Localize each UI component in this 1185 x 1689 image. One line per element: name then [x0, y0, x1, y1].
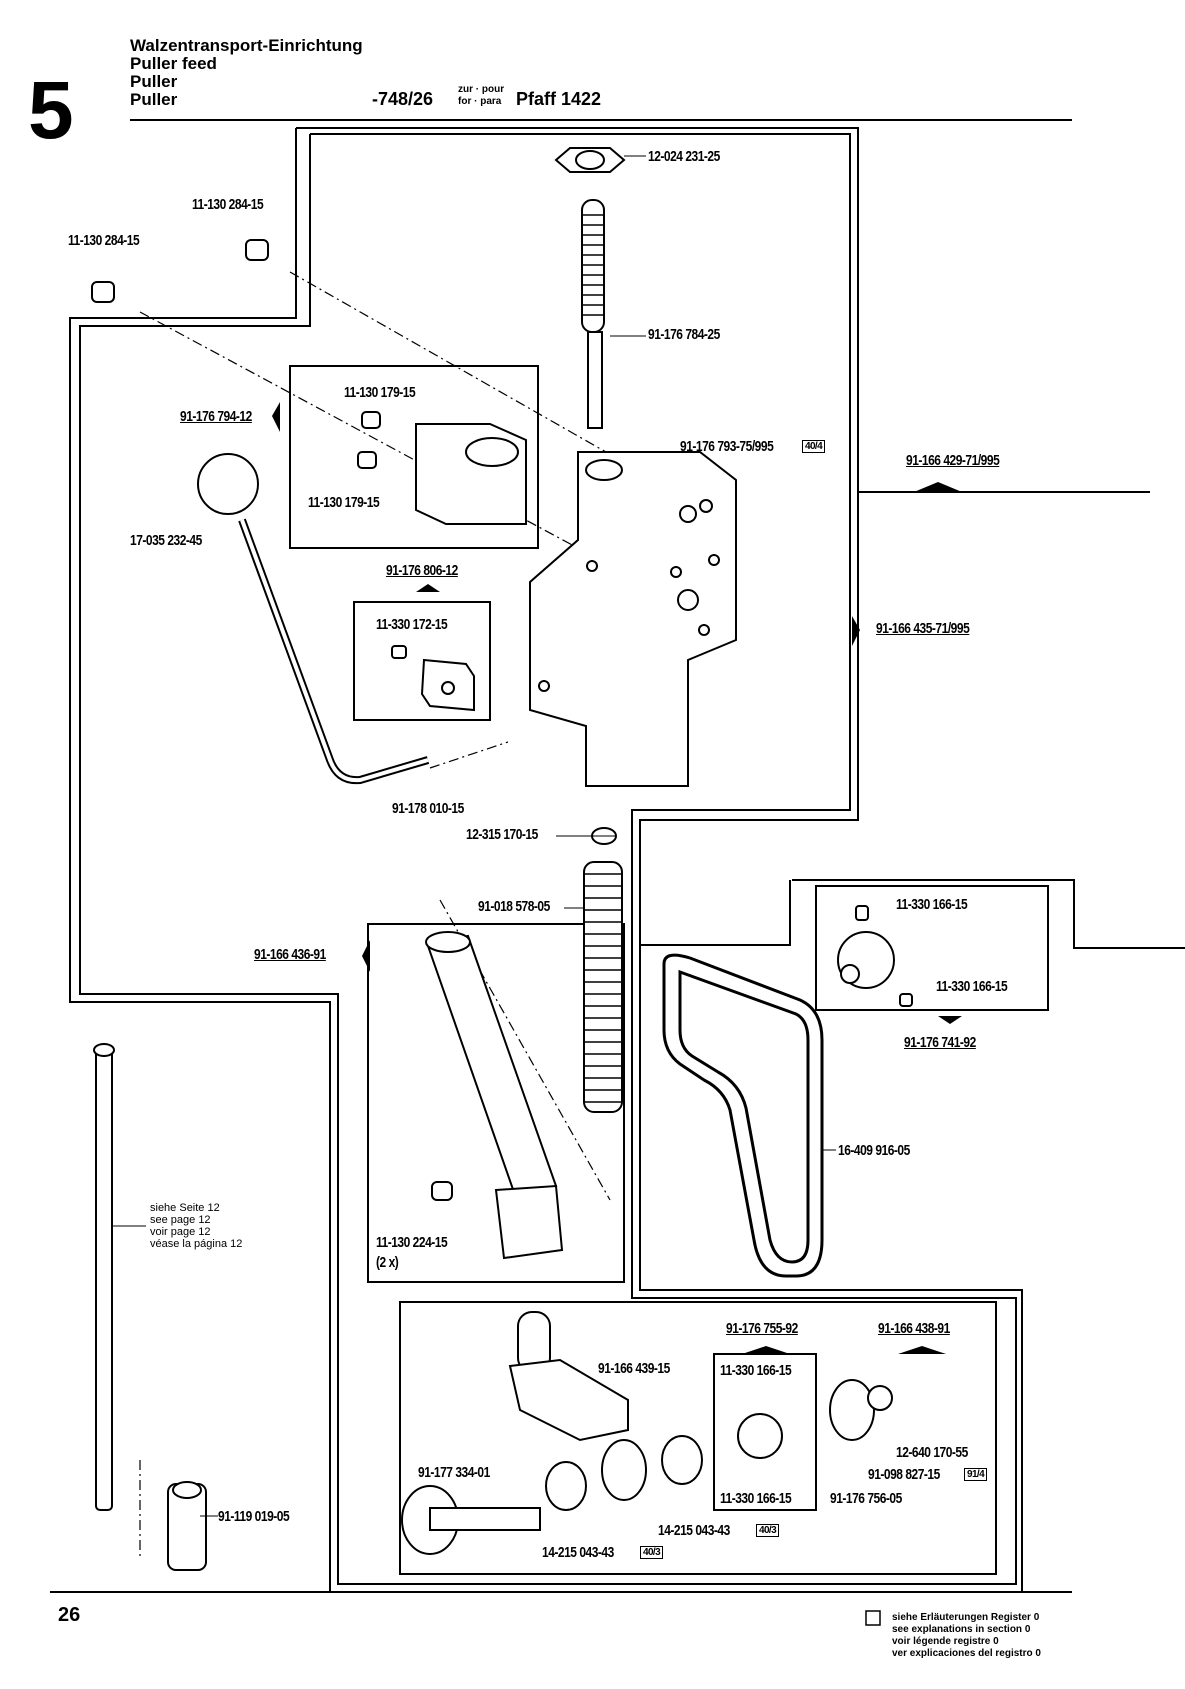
part-label: (2 x)	[376, 1254, 399, 1271]
section-number: 5	[28, 65, 74, 156]
part-label: 91-119 019-05	[218, 1508, 290, 1525]
see-page-fr: voir page 12	[150, 1226, 211, 1238]
part-label: 11-130 179-15	[344, 384, 416, 401]
reference-box: 40/4	[802, 440, 826, 453]
part-label: 11-330 166-15	[936, 978, 1008, 995]
part-label: 12-640 170-55	[896, 1444, 968, 1461]
legend-es: ver explicaciones del registro 0	[892, 1648, 1041, 1659]
model-code: -748/26	[372, 89, 434, 109]
part-label: 91-176 741-92	[904, 1034, 976, 1051]
part-label: 91-176 793-75/995	[680, 438, 774, 455]
part-label: 11-130 284-15	[192, 196, 264, 213]
part-label: 12-315 170-15	[466, 826, 538, 843]
part-label: 11-330 166-15	[896, 896, 968, 913]
part-label: 91-177 334-01	[418, 1464, 490, 1481]
part-label: 17-035 232-45	[130, 532, 202, 549]
part-label: 11-330 166-15	[720, 1490, 792, 1507]
part-label: 91-176 794-12	[180, 408, 252, 425]
part-label: 91-166 439-15	[598, 1360, 670, 1377]
part-label: 91-176 806-12	[386, 562, 458, 579]
see-page-de: siehe Seite 12	[150, 1202, 220, 1214]
part-label: 91-176 755-92	[726, 1320, 798, 1337]
part-label: 91-166 436-91	[254, 946, 326, 963]
for-label-top: zur · pour	[458, 84, 505, 95]
part-label: 11-330 172-15	[376, 616, 448, 633]
part-label: 91-176 784-25	[648, 326, 720, 343]
title-fr: Puller	[130, 72, 178, 91]
part-label: 91-018 578-05	[478, 898, 550, 915]
title-de: Walzentransport-Einrichtung	[130, 36, 363, 55]
part-label: 91-176 756-05	[830, 1490, 902, 1507]
part-label: 14-215 043-43	[542, 1544, 614, 1561]
part-label: 91-166 429-71/995	[906, 452, 1000, 469]
for-label-bottom: for · para	[458, 96, 502, 107]
machine-name: Pfaff 1422	[516, 89, 602, 109]
part-label: 11-330 166-15	[720, 1362, 792, 1379]
reference-box: 40/3	[640, 1546, 664, 1559]
part-label: 11-130 284-15	[68, 232, 140, 249]
reference-box: 40/3	[756, 1524, 780, 1537]
page-number: 26	[58, 1604, 81, 1626]
part-label: 91-178 010-15	[392, 800, 464, 817]
title-es: Puller	[130, 90, 178, 109]
legend-fr: voir légende registre 0	[892, 1636, 999, 1647]
part-label: 91-166 435-71/995	[876, 620, 970, 637]
part-label: 16-409 916-05	[838, 1142, 910, 1159]
see-page-es: véase la página 12	[150, 1238, 243, 1250]
part-label: 91-098 827-15	[868, 1466, 940, 1483]
title-en: Puller feed	[130, 54, 217, 73]
part-label: 91-166 438-91	[878, 1320, 950, 1337]
legend-en: see explanations in section 0	[892, 1624, 1031, 1635]
see-page-en: see page 12	[150, 1214, 211, 1226]
part-label: 11-130 224-15	[376, 1234, 448, 1251]
part-label: 11-130 179-15	[308, 494, 380, 511]
part-label: 14-215 043-43	[658, 1522, 730, 1539]
part-label: 12-024 231-25	[648, 148, 720, 165]
reference-box: 91/4	[964, 1468, 988, 1481]
legend-de: siehe Erläuterungen Register 0	[892, 1612, 1040, 1623]
